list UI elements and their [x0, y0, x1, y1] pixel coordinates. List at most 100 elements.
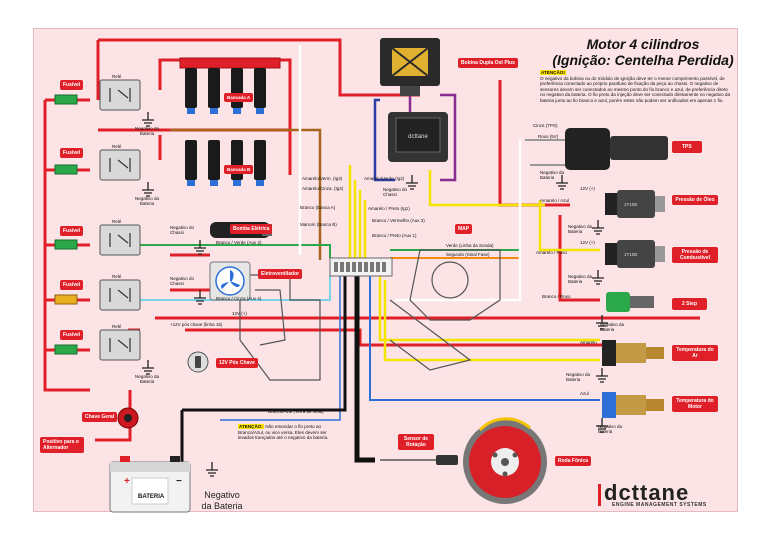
tag-temp-motor: Temperatura do Motor — [672, 396, 718, 412]
relay-label-3: Relé — [112, 219, 122, 224]
label-bancada-b: Bancada B — [224, 165, 254, 174]
svg-text:−: − — [176, 476, 182, 487]
wire-branco-preto: Branco / Preto (Aux 1) — [372, 233, 417, 238]
neg-bateria-tps: Negativo da Bateria — [540, 170, 565, 180]
tps-sensor — [565, 128, 668, 170]
two-step-switch — [606, 292, 654, 312]
relay-label-1: Relé — [112, 74, 122, 79]
wire-amarelo-azul: Amarelo / Azul — [540, 198, 570, 203]
wire-amarelo-preto: Amarelo / Preto (Ig1) — [368, 206, 410, 211]
relays — [99, 79, 141, 361]
tag-bobina: Bobina Dupla Ost Plus — [458, 58, 518, 68]
svg-text:+: + — [124, 476, 130, 487]
sensor-value-oleo: 1T10B — [624, 202, 638, 207]
ecu-connector — [329, 257, 393, 277]
wire-verde-linha: Verde (Linha da Sonda) — [446, 243, 494, 248]
wire-amarelo: Amarelo — [580, 340, 597, 345]
ground-symbols — [142, 112, 608, 477]
wire-branco-roxo: Branco / Roxo — [542, 294, 571, 299]
wire-azul: Azul — [580, 391, 589, 396]
wire-branco-verde: Branco / Verde (Aux 2) — [216, 240, 262, 245]
neg-bateria-2step: Negativo da Bateria — [600, 322, 625, 332]
neg-bateria-1: Negativo da Bateria — [134, 126, 160, 136]
yellow-wires — [348, 165, 600, 362]
tag-temp-ar: Temperatura do Ar — [672, 345, 718, 361]
diagram-title: Motor 4 cilindros (Ignição: Centelha Per… — [552, 36, 734, 68]
relay-coils — [109, 88, 131, 352]
warning-top: ATENÇÃO! O negativo da bobina ou do módu… — [540, 70, 731, 103]
label-bancada-a: Bancada A — [224, 93, 254, 102]
rpm-sensor-cable — [354, 275, 375, 463]
ignition-coil — [380, 38, 440, 96]
rpm-sensor — [436, 455, 458, 465]
tag-chave-geral: Chave Geral — [82, 412, 118, 422]
wire-neg-chassi-coil: Negativo do Chassi — [383, 187, 408, 197]
neg-bateria-comb: Negativo da Bateria — [568, 274, 593, 284]
wire-amarelo-roxo: Amarelo / Roxo — [536, 250, 568, 255]
injector-bank-b — [185, 140, 266, 186]
tag-sensor-rotacao: Sensor de Rotação — [398, 434, 434, 450]
tag-2-step: 2 Step — [672, 298, 708, 310]
wire-roxo-5v: Roxo (5V) — [538, 134, 559, 139]
neg-bateria-oleo: Negativo da Bateria — [568, 224, 593, 234]
tag-tps: TPS — [672, 141, 702, 153]
ground-signal-wire — [220, 275, 341, 421]
neg-bateria-main: Negativo da Bateria — [201, 490, 243, 511]
tag-fusivel-5: Fusível — [60, 330, 84, 340]
tag-fusivel-4: Fusível — [60, 280, 84, 290]
tag-pressao-combustivel: Pressão de Combustível — [672, 247, 718, 263]
white-wires — [298, 45, 522, 302]
wire-amarelo-verde: Amarelo/Verde (Ig2) — [364, 176, 405, 181]
radiator-fan — [209, 261, 251, 301]
tag-fusivel-1: Fusível — [60, 80, 84, 90]
label-12v-pos-chave: +12V pós chave (linha 15) — [170, 322, 223, 327]
relay-label-2: Relé — [112, 144, 122, 149]
brand-logo: dcttane — [604, 480, 690, 505]
brown-wire — [170, 128, 322, 260]
logo-mark — [598, 484, 601, 506]
neg-chassi-2: Negativo do Chassi — [170, 276, 195, 286]
ignition-switch — [187, 351, 209, 373]
tag-fusivel-2: Fusível — [60, 148, 84, 158]
relay-label-4: Relé — [112, 274, 122, 279]
label-branco-azul-terra: Branco/Azul (Terra de sinal) — [268, 409, 324, 414]
vcc-oleo: 12V (+) — [580, 186, 595, 191]
fuel-pressure-sensor — [605, 240, 665, 268]
wire-cinza-tps: Cinza (TPS) — [533, 123, 558, 128]
wire-segundo-sinal: Segundo (Sinal Fase) — [446, 252, 490, 257]
battery-label: BATERIA — [138, 494, 165, 500]
air-temp-sensor — [602, 340, 664, 366]
battery: + − — [109, 456, 191, 513]
blue-coil-wire — [373, 98, 395, 182]
neg-bateria-temp-ar: Negativo da Bateria — [566, 372, 591, 382]
tag-pos-chave: 12V Pós Chave — [216, 358, 258, 368]
sensor-value-comb: 1T10B — [624, 252, 638, 257]
injector-bank-a — [179, 57, 281, 114]
engine-temp-sensor — [602, 392, 664, 418]
svg-text:dcttane: dcttane — [408, 134, 428, 140]
tag-roda-fonica: Roda Fônica — [555, 456, 592, 466]
wire-branco-cinza: Branco / Cinza (Aux 4) — [216, 296, 262, 301]
wire-amarelo-verm: Amarelo/Verm. (Ig3) — [302, 176, 343, 181]
label-12v: 12V (+) — [232, 311, 247, 316]
wire-amarelo-cinza: Amarelo/Cinza. (Ig4) — [302, 186, 344, 191]
trigger-wheel — [463, 417, 547, 504]
fuses — [54, 94, 78, 355]
brand-subtitle: ENGINE MANAGEMENT SYSTEMS — [612, 502, 707, 508]
neg-bateria-3: Negativo da Bateria — [134, 374, 160, 384]
blue-sensor-wire — [369, 275, 600, 401]
oil-pressure-sensor — [605, 190, 665, 218]
black-ground-wire — [180, 275, 347, 465]
tag-map: MAP — [455, 224, 473, 234]
vcc-comb: 12V (+) — [580, 240, 595, 245]
wire-branco-vermelho: Branco / Vermelho (Aux 3) — [372, 218, 425, 223]
relay-label-5: Relé — [112, 324, 122, 329]
neg-chassi-1: Negativo do Chassi — [170, 225, 195, 235]
tag-pressao-oleo: Pressão de Óleo — [672, 195, 718, 205]
cyan-wire — [140, 275, 331, 301]
warning-bottom: ATENÇÃO: Não emendar o fio preto ao Bran… — [238, 424, 329, 441]
green-wire — [140, 244, 331, 258]
tag-positivo-alternador: Positivo para o Alternador — [40, 437, 84, 453]
tag-fusivel-3: Fusível — [60, 226, 84, 236]
